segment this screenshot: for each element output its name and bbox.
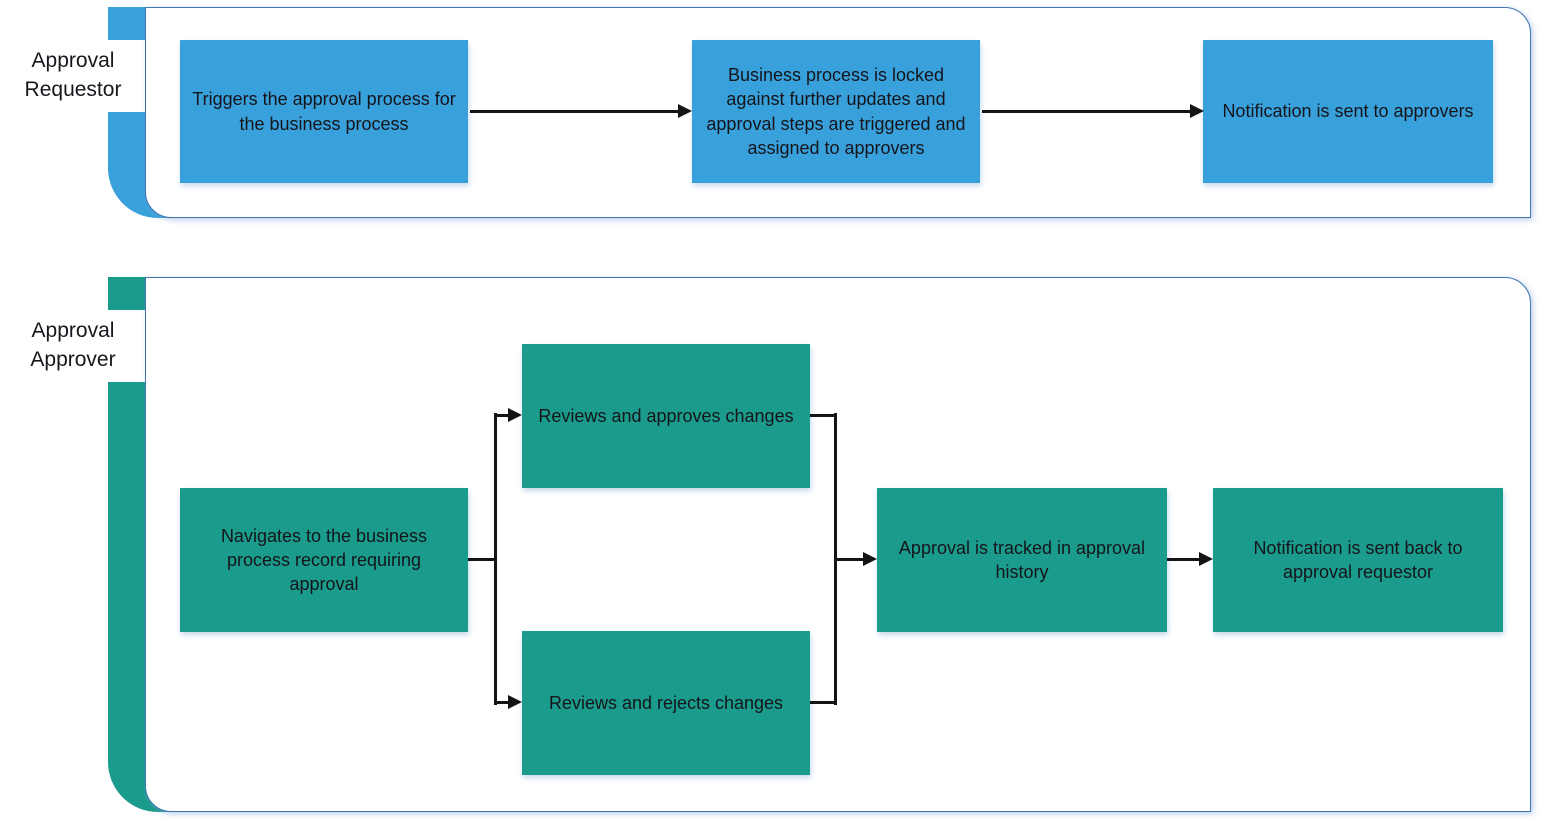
node-navigates-to-record: Navigates to the business process record… — [180, 488, 468, 632]
node-reviews-approves-changes: Reviews and approves changes — [522, 344, 810, 488]
node-business-process-locked: Business process is locked against furth… — [692, 40, 980, 183]
lane-approval-approver-label: Approval Approver — [30, 319, 116, 371]
connector-rejects-out-line — [810, 701, 837, 704]
lane-approval-requestor-label-notch — [104, 40, 146, 112]
connector-merge-to-tracked-line — [834, 558, 865, 561]
arrowhead-icon — [508, 695, 522, 709]
arrowhead-icon — [1199, 552, 1213, 566]
node-reviews-rejects-changes: Reviews and rejects changes — [522, 631, 810, 775]
lane-approval-approver-label-notch — [104, 310, 146, 382]
arrowhead-icon — [508, 408, 522, 422]
node-triggers-approval-process: Triggers the approval process for the bu… — [180, 40, 468, 183]
connector-locked-to-notification-line — [982, 110, 1191, 113]
connector-split-to-approves-line — [494, 414, 510, 417]
arrowhead-icon — [1190, 104, 1204, 118]
arrowhead-icon — [678, 104, 692, 118]
node-notification-sent-to-approvers: Notification is sent to approvers — [1203, 40, 1493, 183]
connector-split-vertical-line — [494, 413, 497, 705]
lane-approval-requestor-label: Approval Requestor — [24, 49, 122, 101]
connector-split-to-rejects-line — [494, 701, 510, 704]
connector-approves-out-line — [810, 414, 837, 417]
connector-tracked-to-notification-line — [1167, 558, 1201, 561]
connector-trigger-to-locked-line — [470, 110, 679, 113]
node-notification-back-to-requestor: Notification is sent back to approval re… — [1213, 488, 1503, 632]
node-approval-tracked-history: Approval is tracked in approval history — [877, 488, 1167, 632]
arrowhead-icon — [863, 552, 877, 566]
connector-navigates-out-line — [468, 558, 496, 561]
